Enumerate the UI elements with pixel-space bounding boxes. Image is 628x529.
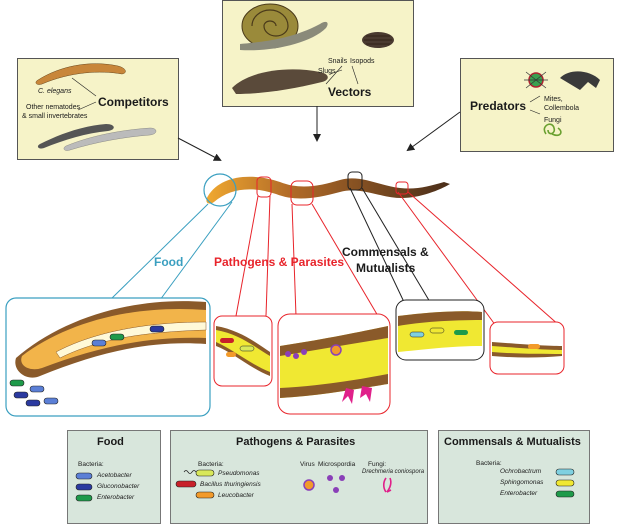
commensals-category-label-1: Commensals & [342,245,429,259]
legend-food-bacteria-label: Bacteria: [78,461,104,468]
nematode-icon [35,63,157,151]
pathogen-panel-2 [277,313,391,415]
isopod-icon [362,32,394,48]
collembola-icon [560,71,600,90]
slug-icon [232,69,328,94]
pathogen-panel-1 [213,315,273,387]
mite-icon [524,71,548,89]
legend-food-item-0: Acetobacter [97,472,132,479]
legend-food-item-1: Gluconobacter [97,483,140,490]
commensals-category-label-2: Mutualists [356,261,416,275]
legend-pathogens-item-2: Leucobacter [218,492,254,499]
celegans-label: C. elegans [38,88,72,95]
mites-label-2: Collembola [544,105,580,112]
food-category-label: Food [154,255,184,269]
isopods-label: Isopods [350,58,375,65]
legend-pathogens-box [170,430,428,524]
legend-commensals-item-2: Enterobacter [500,490,538,497]
pathogen-panel-3 [489,321,565,375]
legend-food-item-2: Enterobacter [97,494,135,501]
other-nematodes-label-2: & small invertebrates [22,113,88,120]
legend-commensals-item-1: Sphingomonas [500,479,544,486]
commensal-panel [395,299,485,361]
legend-microsporidia-label: Microspordia [318,461,356,468]
legend-pathogens-item-1: Bacillus thuringiensis [200,481,261,488]
legend-swatches [75,468,575,502]
legend-pathogens-title: Pathogens & Parasites [236,436,356,448]
mites-label-1: Mites, [544,96,563,103]
legend-commensals-item-0: Ochrobactrum [500,468,542,475]
pathogens-category-label: Pathogens & Parasites [214,255,345,269]
legend-pathogens-item-0: Pseudomonas [218,470,260,477]
competitors-title: Competitors [98,95,169,109]
snail-icon [240,3,328,51]
predators-title: Predators [470,99,527,113]
fungus-icon [543,123,562,137]
legend-commensals-box [438,430,590,524]
legend-commensals-title: Commensals & Mutualists [444,436,581,448]
legend-virus-label: Virus [300,461,315,468]
worm-body [206,176,450,204]
legend-commensals-bacteria-label: Bacteria: [476,460,502,467]
legend-fungi-label: Fungi: [368,461,387,468]
legend-food-title: Food [97,436,124,448]
food-panel [5,297,211,417]
slugs-label: Slugs [318,68,336,75]
snails-label: Snails [328,58,348,65]
vectors-title: Vectors [328,85,372,99]
virus-icon [303,479,315,491]
other-nematodes-label-1: Other nematodes [26,104,81,111]
legend-fungi-item: Drechmeria coniospora [362,469,425,475]
fungi-label: Fungi [544,117,562,124]
legend-pathogens-bacteria-label: Bacteria: [198,461,224,468]
